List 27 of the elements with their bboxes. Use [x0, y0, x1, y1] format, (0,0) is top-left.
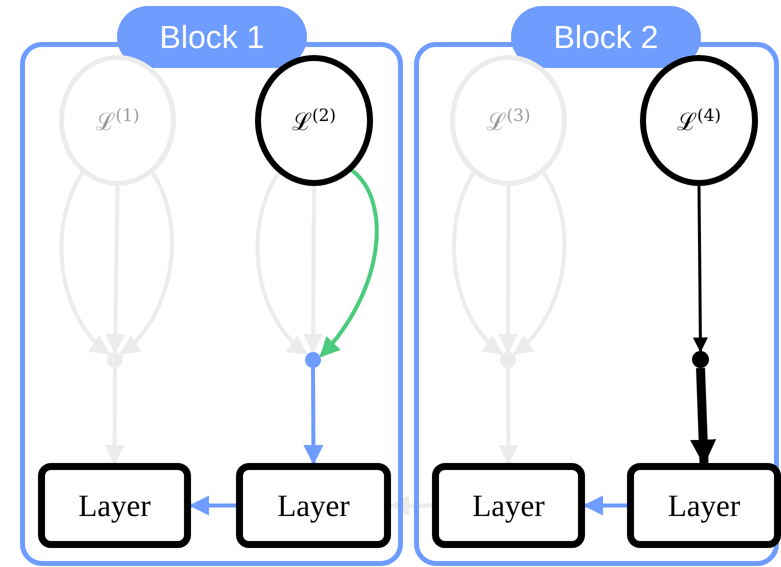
layer-box	[236, 463, 391, 548]
layer-box	[432, 463, 585, 548]
block-label: Block 2	[511, 6, 701, 68]
layer-box	[627, 463, 781, 548]
junction-dot	[305, 352, 321, 368]
arrow	[389, 496, 432, 516]
loss-label: ℒ$^{(1)}$	[95, 105, 140, 137]
layer-label: Layer	[668, 488, 740, 524]
loss-label: ℒ$^{(3)}$	[486, 105, 531, 137]
arrow	[690, 368, 716, 466]
arrow	[104, 368, 125, 465]
junction-dot	[692, 351, 709, 368]
loss-label: ℒ$^{(2)}$	[292, 105, 336, 137]
layer-label: Layer	[78, 488, 151, 524]
arrow	[692, 186, 708, 352]
arrow	[320, 168, 379, 358]
arrow	[303, 186, 324, 354]
arrow	[498, 368, 518, 465]
arrow	[583, 496, 627, 516]
loss-label: ℒ$^{(4)}$	[676, 105, 722, 137]
layer-label: Layer	[277, 488, 350, 524]
layer-box	[38, 463, 191, 548]
layer-label: Layer	[472, 488, 545, 524]
arrow	[303, 368, 324, 465]
arrow	[256, 172, 308, 356]
block-label: Block 1	[117, 6, 307, 68]
arrow	[189, 496, 236, 516]
